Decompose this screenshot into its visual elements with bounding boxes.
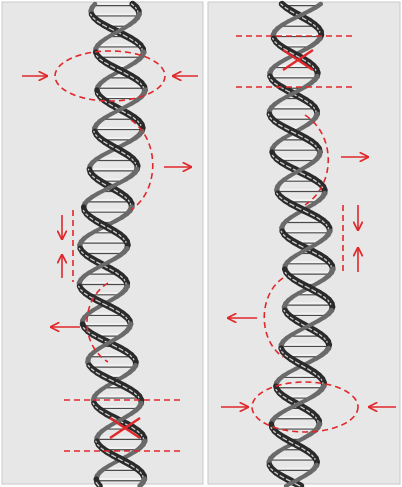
helix-strand — [140, 483, 143, 486]
